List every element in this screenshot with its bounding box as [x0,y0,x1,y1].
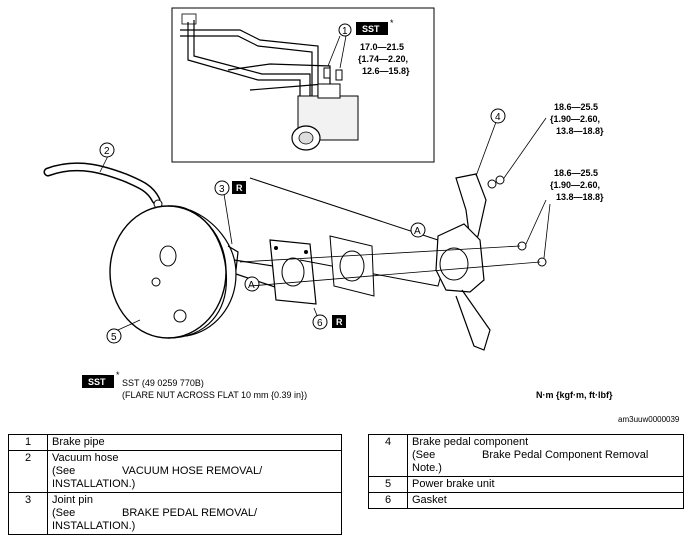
part-name-text: Vacuum hose [52,452,119,464]
part-name: Power brake unit [407,476,684,493]
hydraulic-unit [291,67,359,151]
torque-upper-line3: 13.8—18.8} [556,126,604,136]
image-code: am3uuw0000039 [618,415,680,424]
torque-upper-line2: {1.90—2.60, [550,114,600,124]
power-brake-unit [109,205,291,339]
part-number: 1 [8,434,48,451]
callout-3 [214,180,230,196]
part-name-text: Brake pedal component [412,436,529,448]
sst-note-line1: SST (49 0259 770B) [122,378,204,388]
inset-frame [171,7,435,163]
part-number: 4 [368,434,408,477]
torque-sst-line1: 17.0—21.5 [360,42,404,52]
see-prefix: (See [52,507,76,519]
part-name-text: Joint pin [52,494,93,506]
part-number: 2 [8,450,48,493]
part-name: Gasket [407,492,684,509]
see-prefix: (See [52,465,76,477]
callout-1 [338,23,352,37]
part-name-text: Gasket [412,494,447,506]
reference-link[interactable]: BRAKE PEDAL REMOVAL/ INSTALLATION.) [52,507,258,532]
part-name-text: Power brake unit [412,478,495,490]
reference-link[interactable]: Brake Pedal Component Removal Note.) [412,449,649,474]
callout-6 [312,314,328,330]
table-row: 5 Power brake unit [368,476,684,493]
sst-badge [356,22,388,35]
sst-note-line2: (FLARE NUT ACROSS FLAT 10 mm {0.39 in}) [122,390,307,400]
callout-4 [490,108,506,124]
part-number: 5 [368,476,408,493]
part-name-text: Brake pipe [52,436,105,448]
sst-note-badge-label: SST [88,377,106,387]
callout-3-label: 3 [219,184,225,195]
part-number: 6 [368,492,408,509]
sst-asterisk: * [390,18,394,28]
replace-badge-6 [332,315,346,328]
torque-lower-line2: {1.90—2.60, [550,180,600,190]
units-label: N·m {kgf·m, ft·lbf} [536,390,613,400]
callout-5 [106,328,122,344]
sst-note-asterisk: * [116,370,120,380]
nut-upper [495,175,505,185]
gasket [269,239,317,305]
callout-2 [99,142,115,158]
sst-note-badge [82,375,114,388]
point-a-right [410,222,426,238]
torque-upper-line1: 18.6—25.5 [554,102,598,112]
torque-sst-line2: {1.74—2.20, [358,54,408,64]
callout-4-label: 4 [495,112,501,123]
part-number: 3 [8,492,48,535]
torque-lower-line1: 18.6—25.5 [554,168,598,178]
callout-5-label: 5 [111,332,117,343]
callout-1-label: 1 [342,26,348,37]
brake-pedal-component [435,173,497,351]
brake-pipes [180,13,331,96]
exploded-diagram: 1 SST * 17.0—21.5 {1.74—2.20, 12.6—15.8}… [43,7,680,424]
torque-sst-line3: 12.6—15.8} [362,66,410,76]
callout-2-label: 2 [104,146,110,157]
table-row: 6 Gasket [368,492,684,509]
reference-link[interactable]: VACUUM HOSE REMOVAL/ INSTALLATION.) [52,465,263,490]
torque-lower-line3: 13.8—18.8} [556,192,604,202]
replace-badge-3-label: R [236,183,243,193]
part-name: Brake pipe [47,434,342,451]
replace-badge-6-label: R [336,317,343,327]
point-a-left [244,276,260,292]
table-row: 1 Brake pipe [8,434,342,451]
see-prefix: (See [412,449,436,461]
point-a-right-label: A [414,226,421,237]
replace-badge-3 [232,181,246,194]
callout-6-label: 6 [317,318,323,329]
sst-badge-label: SST [362,24,380,34]
